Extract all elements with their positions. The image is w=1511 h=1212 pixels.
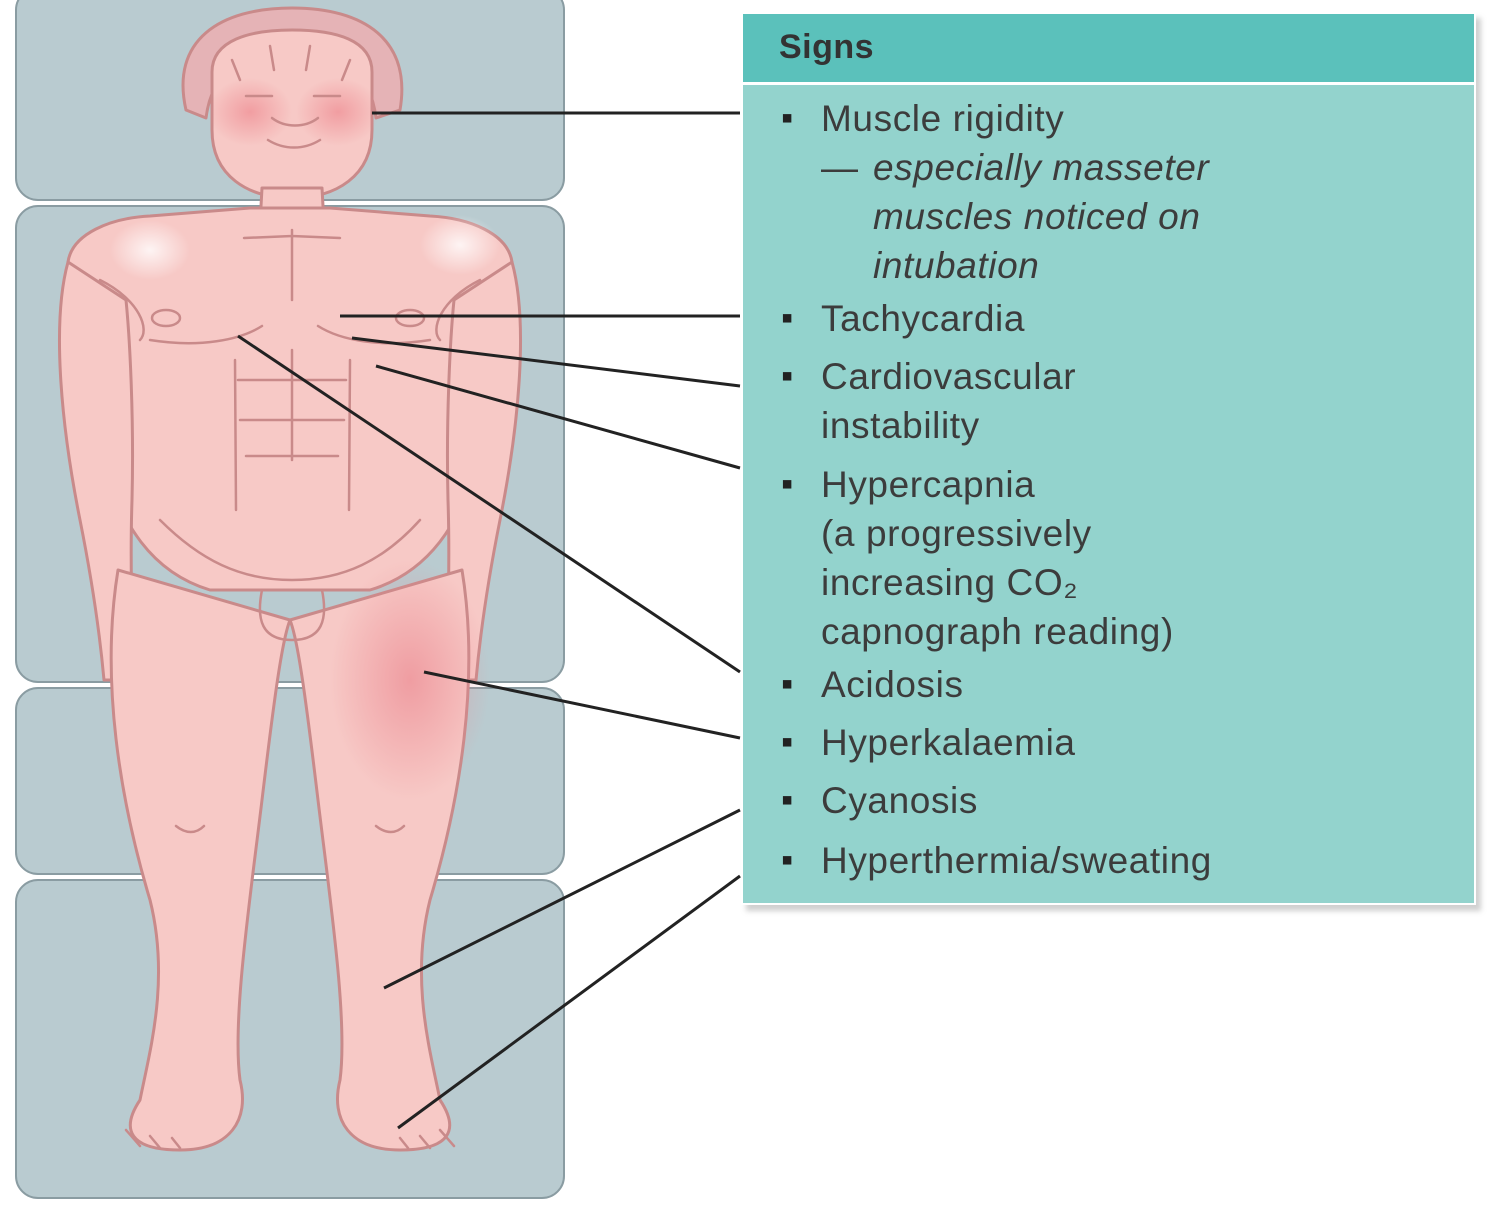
- sign-label: Hypercapnia: [821, 464, 1036, 505]
- sign-acidosis: ▪ Acidosis: [781, 660, 1454, 709]
- sign-hyperthermia-sweating: ▪ Hyperthermia/sweating: [781, 836, 1454, 885]
- bullet-icon: ▪: [781, 465, 794, 503]
- sign-tachycardia: ▪ Tachycardia: [781, 294, 1454, 343]
- leader-line-cyanosis: [383, 808, 741, 990]
- sign-cont-line: (a progressively: [821, 513, 1092, 554]
- sign-label: Cyanosis: [821, 780, 978, 821]
- bullet-icon: ▪: [781, 357, 794, 395]
- sign-label: Muscle rigidity: [821, 98, 1065, 139]
- body-contours: [98, 44, 482, 1150]
- bullet-icon: ▪: [781, 665, 794, 703]
- left-leg: [109, 568, 292, 1152]
- bullet-icon: ▪: [781, 299, 794, 337]
- leader-line-hyperkalaemia: [423, 670, 741, 740]
- sign-sub-line: intubation: [873, 245, 1040, 286]
- sign-cont-line: capnograph reading): [821, 611, 1174, 652]
- dash-icon: —: [821, 147, 859, 188]
- sign-label: Hyperthermia/sweating: [821, 840, 1212, 881]
- leader-line-hypercapnia: [375, 364, 741, 470]
- sign-sub-line: —especially masseter: [781, 143, 1454, 192]
- signs-header: Signs: [743, 14, 1474, 85]
- sign-label: Cardiovascular: [821, 356, 1077, 397]
- sign-hypercapnia: ▪ Hypercapnia (a progressively increasin…: [781, 460, 1454, 656]
- table-segment-legs: [15, 879, 565, 1199]
- sign-label: Acidosis: [821, 664, 964, 705]
- leader-line-acidosis: [237, 334, 741, 674]
- sign-cont-line: increasing CO₂: [821, 562, 1079, 603]
- skin-shading: [110, 78, 500, 800]
- bullet-icon: ▪: [781, 723, 794, 761]
- sign-label: Hyperkalaemia: [821, 722, 1076, 763]
- bullet-icon: ▪: [781, 841, 794, 879]
- sign-hyperkalaemia: ▪ Hyperkalaemia: [781, 718, 1454, 767]
- sign-cyanosis: ▪ Cyanosis: [781, 776, 1454, 825]
- sign-muscle-rigidity: ▪ Muscle rigidity —especially masseter m…: [781, 94, 1454, 290]
- signs-title: Signs: [779, 28, 875, 66]
- signs-panel: Signs ▪ Muscle rigidity —especially mass…: [741, 12, 1476, 905]
- bullet-icon: ▪: [781, 99, 794, 137]
- leader-lines: [237, 111, 741, 1130]
- sign-cardiovascular-instability: ▪ Cardiovascular instability: [781, 352, 1454, 450]
- leader-line-cardiovascular: [351, 336, 741, 388]
- sign-cont-line: instability: [821, 405, 980, 446]
- leader-line-hyperthermia: [397, 874, 741, 1130]
- sign-sub-line: muscles noticed on: [873, 196, 1201, 237]
- bullet-icon: ▪: [781, 781, 794, 819]
- sign-label: Tachycardia: [821, 298, 1026, 339]
